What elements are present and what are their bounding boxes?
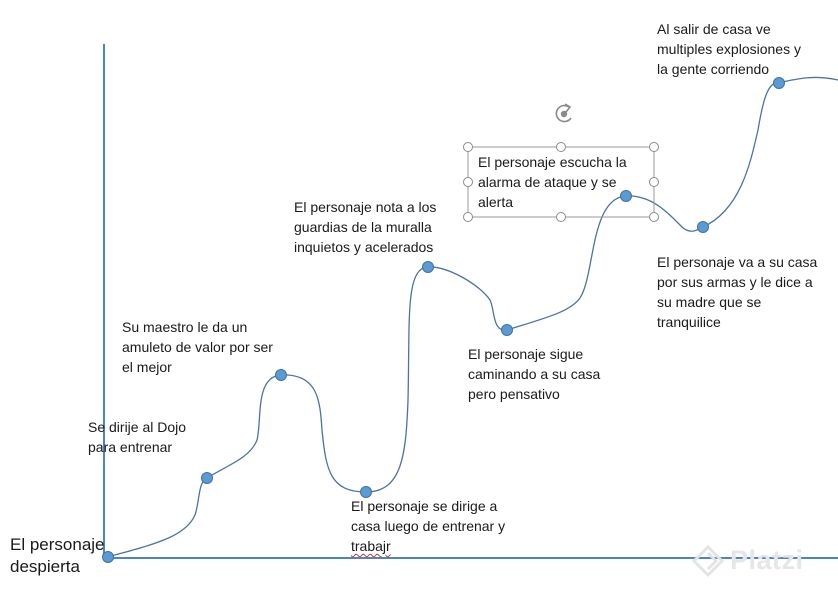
platzi-logo-icon [691, 544, 725, 578]
event-label-line: El personaje se dirige a [351, 498, 498, 514]
event-label-line: su madre que se [657, 294, 762, 310]
selected-textbox-frame[interactable] [463, 103, 659, 222]
event-label-line: pero pensativo [468, 386, 560, 402]
event-label-line: multiples explosiones y [657, 41, 801, 57]
event-label-line: trabajr [351, 538, 391, 554]
event-label: El personaje sigue caminando a su casa p… [468, 344, 600, 404]
resize-handle[interactable] [556, 212, 566, 222]
event-label: Al salir de casa ve multiples explosione… [657, 19, 801, 79]
event-label: El personaje se dirige a casa luego de e… [351, 496, 505, 556]
event-point [422, 261, 434, 273]
event-label-line: tranquilice [657, 314, 721, 330]
event-label-line: para entrenar [88, 439, 173, 455]
rotate-handle-icon[interactable] [555, 103, 572, 123]
resize-handle[interactable] [649, 212, 659, 222]
event-point [697, 221, 709, 233]
event-point [501, 324, 513, 336]
event-label-line: amuleto de valor por ser [122, 339, 273, 355]
event-label-line: guardias de la muralla [294, 219, 432, 235]
resize-handles[interactable] [463, 142, 659, 222]
event-point [201, 472, 213, 484]
event-label-line: alerta [478, 194, 514, 210]
event-label-line: inquietos y acelerados [294, 239, 434, 255]
event-label-line: por sus armas y le dice a [657, 274, 813, 290]
event-label-line: El personaje nota a los [294, 199, 437, 215]
event-label-line: el mejor [122, 359, 172, 375]
resize-handle[interactable] [463, 212, 473, 222]
event-label-line: caminando a su casa [468, 366, 601, 382]
event-label: Su maestro le da un amuleto de valor por… [122, 317, 273, 377]
event-label-line: la gente corriendo [657, 61, 770, 77]
resize-handle[interactable] [463, 177, 473, 187]
event-label-line: casa luego de entrenar y [351, 518, 506, 534]
event-label-line: Se dirije al Dojo [88, 419, 187, 435]
event-label-line: alarma de ataque y se [478, 174, 617, 190]
selected-textbox[interactable]: El personaje escucha la alarma de ataque… [478, 152, 627, 212]
start-label-line: El personaje [10, 535, 105, 554]
event-point [620, 190, 632, 202]
event-label-line: El personaje sigue [468, 346, 584, 362]
resize-handle[interactable] [649, 177, 659, 187]
event-point [275, 369, 287, 381]
resize-handle[interactable] [649, 142, 659, 152]
start-label-line: despierta [10, 557, 80, 576]
event-label: El personaje nota a los guardias de la m… [294, 197, 436, 257]
event-label-line: Al salir de casa ve [657, 21, 771, 37]
event-label-line: El personaje va a su casa [657, 254, 818, 270]
event-label-line: El personaje escucha la [478, 154, 627, 170]
event-points [102, 77, 785, 563]
event-point [360, 486, 372, 498]
event-label: El personaje va a su casa por sus armas … [657, 252, 817, 332]
event-point-start [102, 551, 114, 563]
resize-handle[interactable] [556, 142, 566, 152]
resize-handle[interactable] [463, 142, 473, 152]
event-point [773, 77, 785, 89]
event-label: Se dirije al Dojo para entrenar [88, 417, 186, 457]
start-label: El personaje despierta [10, 534, 105, 578]
event-label-line: Su maestro le da un [122, 319, 248, 335]
watermark-text: Platzi [730, 545, 804, 575]
